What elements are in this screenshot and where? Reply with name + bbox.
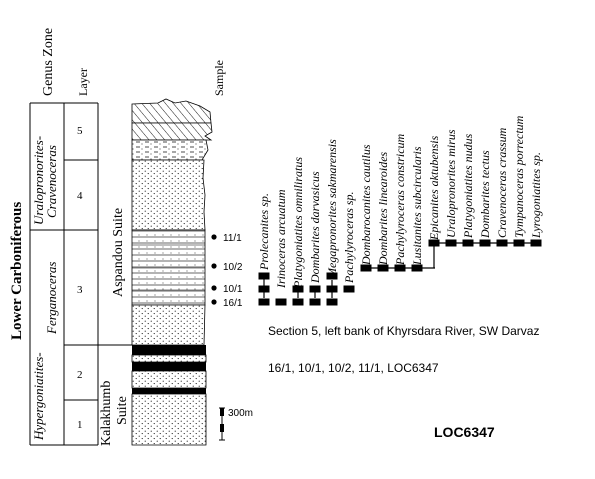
sample-dot-10-1 (211, 285, 217, 291)
taxon-label: Megapronorites sakmarensis (325, 139, 339, 279)
sample-dot-10-2 (211, 263, 217, 269)
samples-caption: 16/1, 10/1, 10/2, 11/1, LOC6347 (268, 361, 439, 375)
sample-label-10-1: 10/1 (223, 284, 243, 295)
taxa-labels: Prolecanites sp. Irinoceras arcuatum Pla… (257, 115, 543, 289)
taxon-label: Lyrogoniatites sp. (529, 152, 543, 239)
sample-label-16-1: 16/1 (223, 298, 243, 309)
suite-kalakhumb-line1: Kalakhumb (99, 381, 114, 446)
layer-4: 4 (77, 190, 83, 202)
layer-3: 3 (77, 284, 83, 296)
zone-upper-line2: Cravenoceras (44, 145, 59, 218)
locality-label: LOC6347 (434, 424, 495, 440)
sample-dot-16-1 (211, 299, 217, 305)
lithologic-column (131, 98, 213, 446)
taxon-label: Platygoniatites omniliratus (291, 157, 305, 289)
taxon-label: Prolecanites sp. (257, 193, 271, 271)
zone-upper-line1: Uralopronorites- (31, 136, 46, 225)
taxon-label: Platygoniatites nudus (461, 133, 475, 239)
layer-1: 1 (77, 419, 83, 431)
suite-kalakhumb-line2: Suite (115, 396, 130, 425)
sample-dot-11-1 (211, 234, 217, 240)
taxon-label: Lusitanites subcircularis (410, 146, 424, 266)
taxon-label: Dombarocanites cautilus (359, 144, 373, 266)
scale-label: 300m (228, 408, 253, 419)
zone-lower-line2: Ferganoceras (44, 262, 59, 335)
taxon-label: Cravenoceras crassum (495, 127, 509, 238)
sample-label-11-1: 11/1 (223, 233, 242, 244)
taxon-label: Pachylyroceras constricum (393, 133, 407, 266)
genus-zone-header: Genus Zone (41, 28, 56, 96)
layer-2: 2 (77, 369, 83, 381)
layer-5: 5 (77, 125, 83, 137)
suite-aspandou: Aspandou Suite (111, 208, 126, 297)
zone-lower-line1: Hypergoniatites- (31, 352, 46, 441)
layer-header: Layer (76, 68, 90, 96)
taxon-label: Dombarites darvasicus (308, 171, 322, 284)
taxon-label: Uralopronorites mirus (444, 129, 458, 238)
sample-header: Sample (212, 60, 226, 96)
sample-markers: 11/1 10/2 10/1 16/1 (211, 233, 243, 309)
occurrence-bars (258, 239, 542, 306)
taxon-label: Tympanoceras porrectum (512, 115, 526, 238)
taxon-label: Dombarites tectus (478, 150, 492, 239)
sample-label-10-2: 10/2 (223, 262, 243, 273)
section-caption: Section 5, left bank of Khyrsdara River,… (268, 324, 539, 338)
taxon-label: Dombarites linearoides (376, 151, 390, 266)
system-label: Lower Carboniferous (9, 202, 25, 340)
zone-table (29, 102, 132, 446)
taxon-label: Pachylyroceras sp. (342, 191, 356, 284)
scale-bar (219, 407, 225, 441)
taxon-label: Irinoceras arcuatum (274, 189, 288, 289)
taxon-label: Epicanites aktubensis (427, 135, 441, 241)
